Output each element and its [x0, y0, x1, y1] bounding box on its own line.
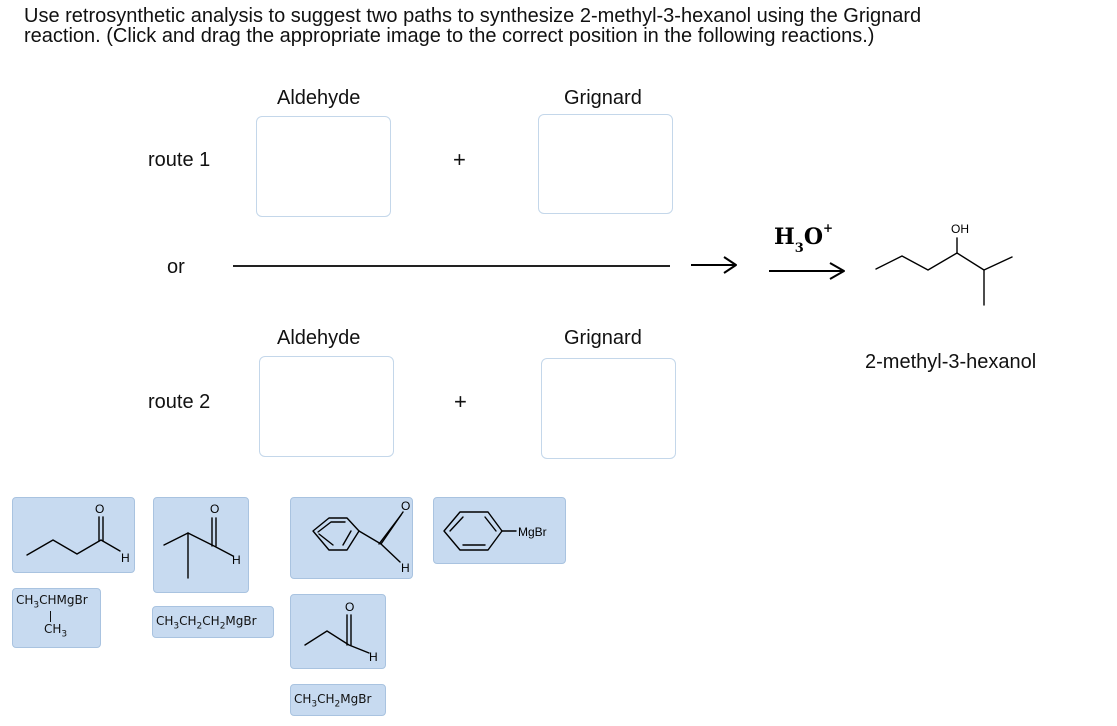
reagent-sup: +: [823, 220, 834, 235]
2-methylpropanal-structure: O H: [163, 502, 241, 579]
tile-benzaldehyde[interactable]: O H: [290, 497, 413, 579]
propyl-grignard-formula: CH3CH2CH2MgBr: [156, 614, 257, 632]
benzaldehyde-h-label: H: [401, 561, 410, 575]
2-methylpropanal-o-label: O: [210, 502, 219, 516]
product-structure: OH: [875, 222, 1013, 306]
tile-propylmagnesium-bromide[interactable]: CH3CH2CH2MgBr: [152, 606, 274, 638]
route2-aldehyde-header: Aldehyde: [277, 327, 361, 349]
benzaldehyde-structure: O H: [312, 499, 410, 575]
retro-arrow-icon: [691, 256, 737, 274]
route1-grignard-dropzone[interactable]: [538, 114, 673, 214]
tile-2-methylpropanal[interactable]: O H: [153, 497, 249, 593]
propanal-structure: O H: [304, 600, 378, 664]
route2-grignard-dropzone[interactable]: [541, 358, 676, 459]
route2-grignard-header: Grignard: [564, 327, 642, 349]
ethyl-grignard-formula: CH3CH2MgBr: [294, 692, 372, 710]
isopropyl-grignard-formula-bottom: CH3: [44, 622, 68, 640]
route-divider-line: [233, 265, 670, 267]
isopropyl-grignard-formula-top: CH3CHMgBr: [16, 593, 88, 611]
isopropyl-grignard-bond: [50, 611, 51, 622]
tile-butanal[interactable]: O H: [12, 497, 135, 573]
reagent-o: O: [803, 224, 824, 250]
route1-grignard-header: Grignard: [564, 87, 642, 109]
route1-plus-sign: +: [453, 147, 466, 172]
phenyl-grignard-label: MgBr: [518, 525, 547, 539]
butanal-o-label: O: [95, 502, 104, 516]
acid-workup-reagent: H3O+: [774, 220, 834, 257]
instructions-line-2: reaction. (Click and drag the appropriat…: [24, 25, 875, 47]
tile-propanal[interactable]: O H: [290, 594, 386, 669]
instructions-line-1: Use retrosynthetic analysis to suggest t…: [24, 5, 922, 27]
butanal-structure: O H: [26, 502, 130, 565]
product-name: 2-methyl-3-hexanol: [865, 351, 1037, 373]
or-label: or: [167, 256, 185, 278]
route1-label: route 1: [148, 149, 211, 171]
propanal-o-label: O: [345, 600, 354, 614]
reagent-sub: 3: [794, 241, 804, 257]
butanal-h-label: H: [121, 551, 130, 565]
benzaldehyde-o-label: O: [401, 499, 410, 513]
tile-ethylmagnesium-bromide[interactable]: CH3CH2MgBr: [290, 684, 386, 716]
route1-aldehyde-header: Aldehyde: [277, 87, 361, 109]
tile-isopropylmagnesium-bromide[interactable]: CH3CHMgBr CH3: [12, 588, 101, 648]
route2-aldehyde-dropzone[interactable]: [259, 356, 394, 457]
product-oh-label: OH: [951, 222, 969, 236]
tile-phenylmagnesium-bromide[interactable]: MgBr: [433, 497, 566, 564]
reaction-arrow-icon: [769, 262, 845, 280]
route2-plus-sign: +: [454, 389, 467, 414]
phenylmagnesium-bromide-structure: MgBr: [443, 511, 547, 551]
instructions-text: Use retrosynthetic analysis to suggest t…: [24, 6, 1084, 46]
reagent-h: H: [774, 224, 795, 250]
route2-label: route 2: [148, 391, 211, 413]
2-methylpropanal-h-label: H: [232, 553, 241, 567]
route1-aldehyde-dropzone[interactable]: [256, 116, 391, 217]
propanal-h-label: H: [369, 650, 378, 664]
